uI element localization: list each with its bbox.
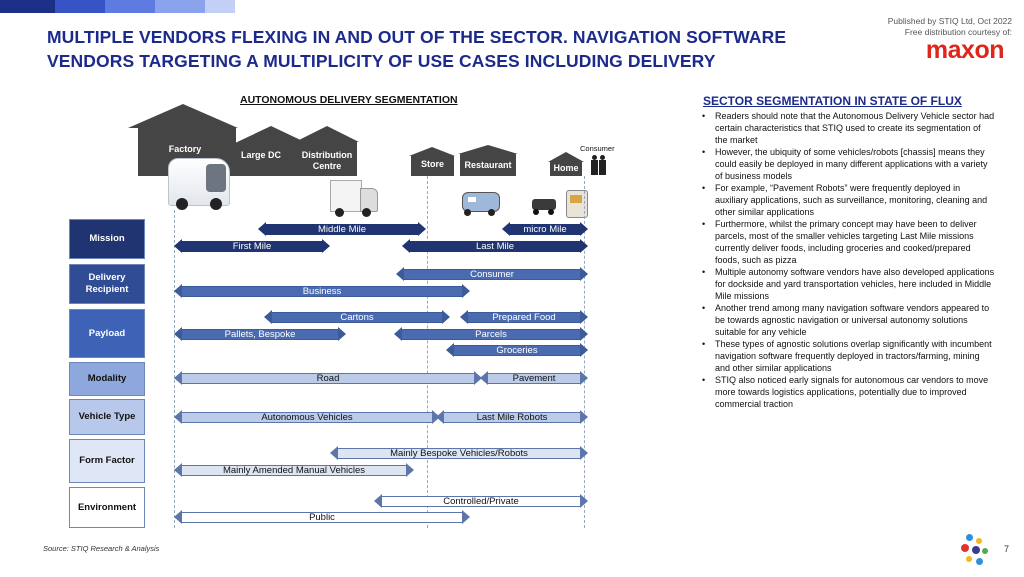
top-color-strip	[0, 0, 235, 13]
maxon-logo: maxon	[925, 36, 1005, 64]
arrow-business: Business	[174, 284, 470, 298]
arrow-label: Prepared Food	[492, 312, 556, 323]
factory-label: Factory	[168, 144, 202, 154]
arrow-label: Business	[302, 286, 342, 297]
arrow-label: Mainly Amended Manual Vehicles	[222, 465, 366, 476]
arrow-groceries: Groceries	[446, 343, 588, 357]
large-dc-label: Large DC	[240, 150, 281, 160]
arrow-label: Last Mile Robots	[476, 412, 548, 423]
page-title: MULTIPLE VENDORS FLEXING IN AND OUT OF T…	[47, 27, 787, 71]
bullet-item: Readers should note that the Autonomous …	[700, 110, 995, 146]
publisher-note: Published by STIQ Ltd, Oct 2022 Free dis…	[888, 16, 1012, 38]
arrow-parcels: Parcels	[394, 327, 588, 341]
published-text: Published by STIQ Ltd, Oct 2022	[887, 16, 1012, 26]
arrow-prepared-food: Prepared Food	[460, 310, 588, 324]
arrow-label: Mainly Bespoke Vehicles/Robots	[390, 448, 528, 459]
bullet-item: These types of agnostic solutions overla…	[700, 338, 995, 374]
row-label-mission: Mission	[69, 219, 145, 259]
row-label-environment: Environment	[69, 487, 145, 528]
arrow-label: micro Mile	[523, 224, 567, 235]
arrow-road: Road	[174, 371, 482, 385]
arrow-label: Public	[309, 512, 335, 523]
store-label: Store	[420, 159, 444, 169]
arrow-micro-mile: micro Mile	[502, 222, 588, 236]
arrow-autonomous-vehicles: Autonomous Vehicles	[174, 410, 440, 424]
row-label-form-factor: Form Factor	[69, 439, 145, 483]
arrow-label: Pallets, Bespoke	[224, 329, 296, 340]
row-label-delivery-recipient: Delivery Recipient	[69, 264, 145, 304]
source-note: Source: STIQ Research & Analysis	[43, 544, 160, 553]
arrow-public: Public	[174, 510, 470, 524]
guide-line	[427, 176, 428, 528]
guide-line	[174, 210, 175, 528]
arrow-label: Groceries	[496, 345, 538, 356]
arrow-last-mile-robots: Last Mile Robots	[436, 410, 588, 424]
restaurant-label: Restaurant	[464, 160, 512, 170]
bullet-item: Another trend among many navigation soft…	[700, 302, 995, 338]
pavement-robot-image	[532, 196, 558, 216]
row-label-vehicle-type: Vehicle Type	[69, 399, 145, 435]
arrow-label: Autonomous Vehicles	[261, 412, 353, 423]
arrow-label: Consumer	[470, 269, 514, 280]
segmentation-title: AUTONOMOUS DELIVERY SEGMENTATION	[240, 94, 458, 106]
bullet-item: Furthermore, whilst the primary concept …	[700, 218, 995, 266]
bullet-item: STIQ also noticed early signals for auto…	[700, 374, 995, 410]
arrow-label: Controlled/Private	[443, 496, 519, 507]
sidebar-bullets: Readers should note that the Autonomous …	[700, 110, 995, 410]
arrow-amended-vehicles: Mainly Amended Manual Vehicles	[174, 463, 414, 477]
courtesy-text: Free distribution courtesy of:	[904, 27, 1012, 37]
bullet-item: Multiple autonomy software vendors have …	[700, 266, 995, 302]
delivery-robot-image	[462, 188, 502, 216]
delivery-van-image	[330, 180, 378, 218]
arrow-label: Road	[316, 373, 340, 384]
distribution-centre-label: Distribution Centre	[301, 150, 353, 171]
bullet-item: For example, “Pavement Robots” were freq…	[700, 182, 995, 218]
arrow-consumer: Consumer	[396, 267, 588, 281]
arrow-pallets-bespoke: Pallets, Bespoke	[174, 327, 346, 341]
parcel-locker-image	[566, 190, 588, 218]
arrow-pavement: Pavement	[480, 371, 588, 385]
row-label-payload: Payload	[69, 309, 145, 358]
autonomous-truck-image	[168, 158, 240, 212]
stiq-logo-icon	[958, 532, 992, 570]
home-label: Home	[553, 163, 579, 173]
arrow-cartons: Cartons	[264, 310, 450, 324]
arrow-last-mile: Last Mile	[402, 239, 588, 253]
arrow-controlled-private: Controlled/Private	[374, 494, 588, 508]
sidebar-title: SECTOR SEGMENTATION IN STATE OF FLUX	[703, 94, 962, 108]
consumer-label: Consumer	[580, 144, 615, 153]
arrow-label: First Mile	[232, 241, 272, 252]
arrow-bespoke-vehicles: Mainly Bespoke Vehicles/Robots	[330, 446, 588, 460]
arrow-label: Middle Mile	[317, 224, 367, 235]
arrow-label: Parcels	[475, 329, 507, 340]
arrow-label: Last Mile	[475, 241, 514, 252]
arrow-label: Pavement	[512, 373, 556, 384]
arrow-middle-mile: Middle Mile	[258, 222, 426, 236]
arrow-first-mile: First Mile	[174, 239, 330, 253]
bullet-item: However, the ubiquity of some vehicles/r…	[700, 146, 995, 182]
row-label-modality: Modality	[69, 362, 145, 396]
arrow-label: Cartons	[340, 312, 374, 323]
page-number: 7	[1004, 544, 1010, 554]
